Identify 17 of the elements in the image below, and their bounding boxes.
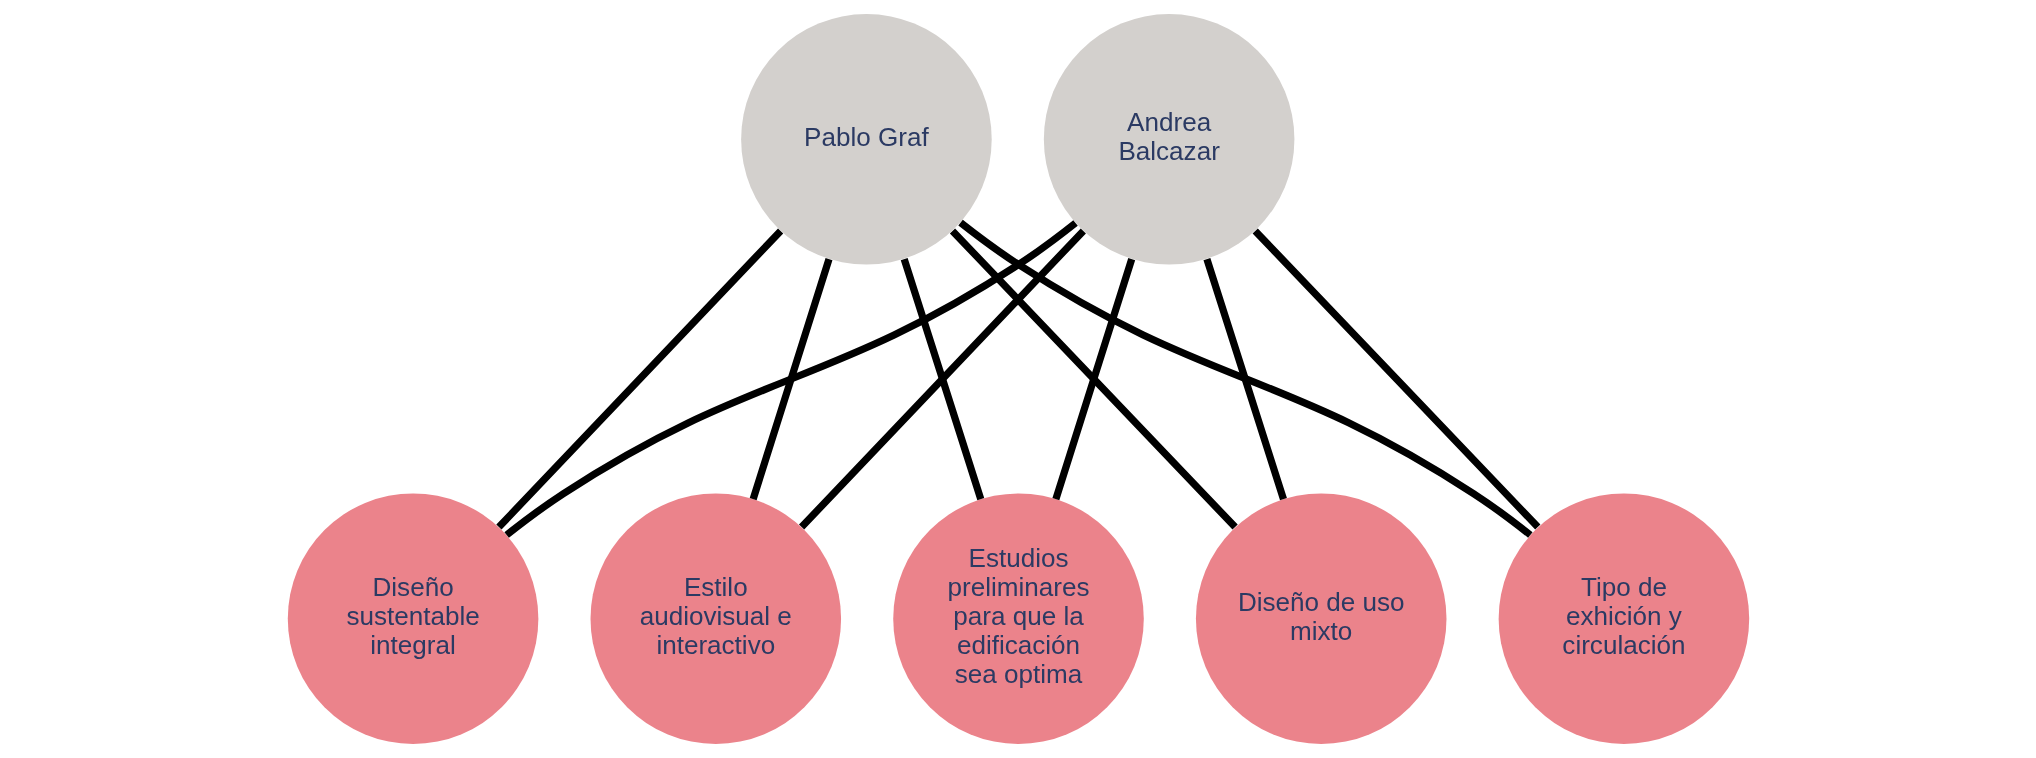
connector: [1252, 228, 1540, 530]
node-circle: Pablo Graf: [740, 14, 992, 265]
node-circle: Tipo de exhición y circulación: [1498, 493, 1749, 744]
connector: [1051, 258, 1135, 501]
connector: [900, 258, 984, 501]
node-circle: Andrea Balcazar: [1043, 14, 1294, 265]
connector: [1202, 258, 1287, 501]
connector: [503, 220, 1078, 538]
connector: [495, 228, 783, 530]
node-circle: Estudios preliminares para que la edificación sea optima: [892, 493, 1144, 744]
node-circle: Estilo audiovisual e interactivo: [590, 493, 841, 744]
node-circle: Diseño de uso mixto: [1195, 493, 1446, 744]
connector: [957, 219, 1533, 538]
connector: [798, 228, 1086, 530]
connector: [949, 228, 1238, 530]
connector: [749, 258, 832, 501]
node-circle: Diseño sustentable integral: [287, 493, 538, 744]
